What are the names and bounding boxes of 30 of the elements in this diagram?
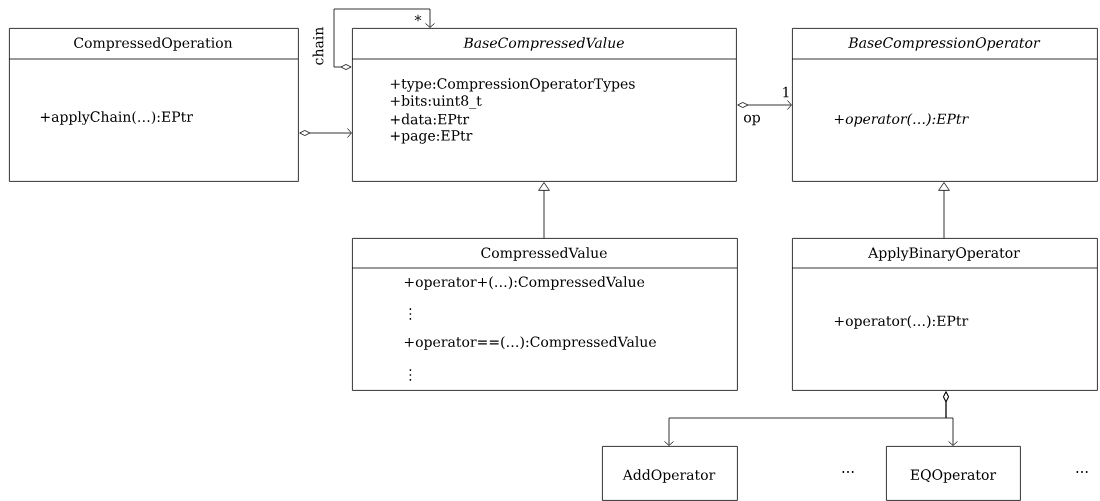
- class-name: CompressedValue: [481, 247, 607, 261]
- class-name: BaseCompressedValue: [463, 37, 624, 51]
- member-text: +operator(…):EPtr: [834, 315, 969, 329]
- class-name: BaseCompressionOperator: [848, 37, 1041, 51]
- arrow: [938, 182, 950, 239]
- ellipsis: …: [1076, 471, 1088, 473]
- member-text: +applyChain(…):EPtr: [40, 111, 193, 125]
- edge-label: chain: [311, 25, 325, 67]
- member-text: +bits:uint8_t: [390, 95, 482, 109]
- arrow: [943, 391, 958, 446]
- member-text: +data:EPtr: [390, 113, 470, 125]
- arrow: [737, 100, 792, 110]
- class-name: EQOperator: [910, 469, 997, 483]
- class-name: AddOperator: [622, 469, 716, 483]
- member-text: ⋮: [409, 308, 412, 320]
- arrow: [538, 182, 550, 239]
- arrow: [299, 128, 352, 138]
- class-name: CompressedOperation: [74, 37, 233, 51]
- ellipsis: …: [842, 471, 854, 473]
- member-text: +operator(…):EPtr: [834, 113, 969, 127]
- multiplicity-label: *: [414, 14, 422, 22]
- edge-label: op: [742, 113, 762, 127]
- class-name: ApplyBinaryOperator: [868, 247, 1020, 261]
- arrow: [333, 8, 435, 70]
- member-text: +page:EPtr: [390, 130, 473, 144]
- member-text: +type:CompressionOperatorTypes: [390, 78, 635, 92]
- member-text: +operator==(…):CompressedValue: [404, 336, 656, 350]
- member-text: +operator+(…):CompressedValue: [404, 276, 645, 290]
- member-text: ⋮: [409, 369, 412, 381]
- multiplicity-label: 1: [783, 86, 789, 98]
